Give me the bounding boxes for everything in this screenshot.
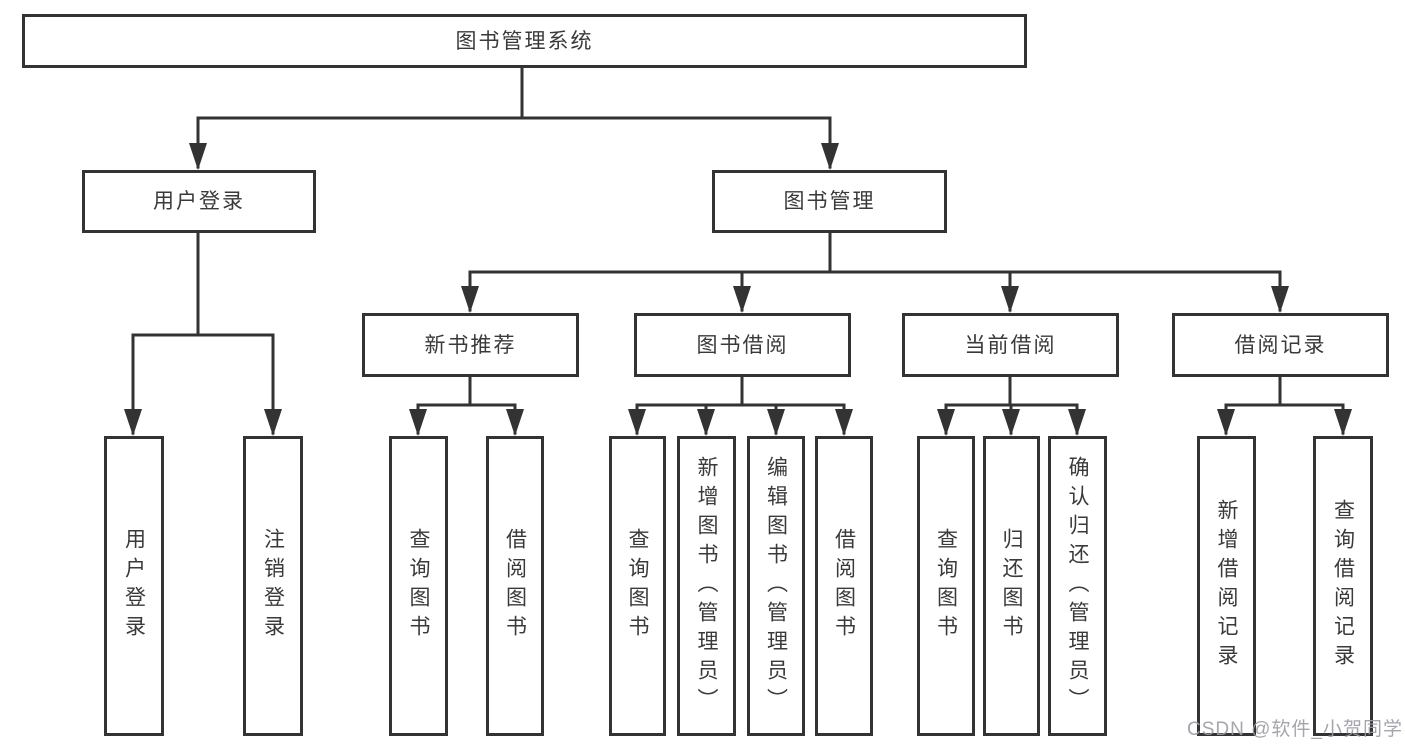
- leaf-recommend-query-books: 查询图书: [389, 436, 448, 736]
- leaf-recommend-borrow-books: 借阅图书: [486, 436, 544, 736]
- connector-book-management-children: [461, 231, 1289, 313]
- connector-user-login-children: [124, 231, 282, 436]
- node-new-book-recommendation: 新书推荐: [362, 313, 579, 377]
- leaf-borrow-edit-books-admin: 编辑图书（管理员）: [747, 436, 805, 736]
- node-new-book-recommendation-label: 新书推荐: [424, 333, 517, 357]
- leaf-borrow-add-books-admin: 新增图书（管理员）: [677, 436, 736, 736]
- node-book-borrowing-label: 图书借阅: [696, 333, 789, 357]
- leaf-borrow-edit-books-admin-label: 编辑图书（管理员）: [764, 455, 788, 717]
- leaf-borrow-query-books-label: 查询图书: [626, 528, 649, 644]
- node-user-login-label: 用户登录: [153, 190, 245, 213]
- leaf-current-confirm-return-admin: 确认归还（管理员）: [1048, 436, 1107, 736]
- node-current-borrowing-label: 当前借阅: [964, 333, 1057, 357]
- leaf-current-confirm-return-admin-label: 确认归还（管理员）: [1066, 455, 1089, 717]
- leaf-user-login: 用户登录: [104, 436, 164, 736]
- leaf-borrow-borrow-books: 借阅图书: [815, 436, 873, 736]
- connector-root-to-level2: [189, 66, 839, 170]
- connector-book-borrowing-children: [628, 375, 853, 436]
- node-book-management-label: 图书管理: [783, 190, 876, 213]
- leaf-current-return-books-label: 归还图书: [1000, 528, 1023, 644]
- node-root-label: 图书管理系统: [455, 29, 594, 53]
- leaf-current-query-books-label: 查询图书: [934, 528, 958, 644]
- leaf-records-add-record-label: 新增借阅记录: [1215, 499, 1238, 673]
- node-borrowing-records-label: 借阅记录: [1234, 333, 1327, 357]
- node-book-borrowing: 图书借阅: [634, 313, 851, 377]
- leaf-logout-label: 注销登录: [261, 528, 285, 644]
- node-book-management: 图书管理: [712, 170, 947, 233]
- leaf-records-query-record: 查询借阅记录: [1313, 436, 1373, 736]
- leaf-recommend-borrow-books-label: 借阅图书: [503, 528, 527, 644]
- node-borrowing-records: 借阅记录: [1172, 313, 1389, 377]
- watermark-text: CSDN @软件_小贺同学: [1187, 719, 1403, 740]
- connector-new-book-recommendation-children: [409, 375, 524, 436]
- node-user-login: 用户登录: [82, 170, 316, 233]
- leaf-records-query-record-label: 查询借阅记录: [1331, 499, 1355, 673]
- leaf-user-login-label: 用户登录: [122, 528, 146, 644]
- leaf-records-add-record: 新增借阅记录: [1197, 436, 1256, 736]
- leaf-current-return-books: 归还图书: [983, 436, 1040, 736]
- connector-current-borrowing-children: [937, 375, 1086, 436]
- leaf-logout: 注销登录: [243, 436, 303, 736]
- leaf-borrow-add-books-admin-label: 新增图书（管理员）: [695, 455, 718, 717]
- leaf-current-query-books: 查询图书: [917, 436, 975, 736]
- leaf-borrow-query-books: 查询图书: [609, 436, 666, 736]
- leaf-borrow-borrow-books-label: 借阅图书: [832, 528, 856, 644]
- leaf-recommend-query-books-label: 查询图书: [407, 528, 430, 644]
- node-current-borrowing: 当前借阅: [902, 313, 1119, 377]
- node-root: 图书管理系统: [22, 14, 1027, 68]
- connector-borrowing-records-children: [1217, 375, 1352, 436]
